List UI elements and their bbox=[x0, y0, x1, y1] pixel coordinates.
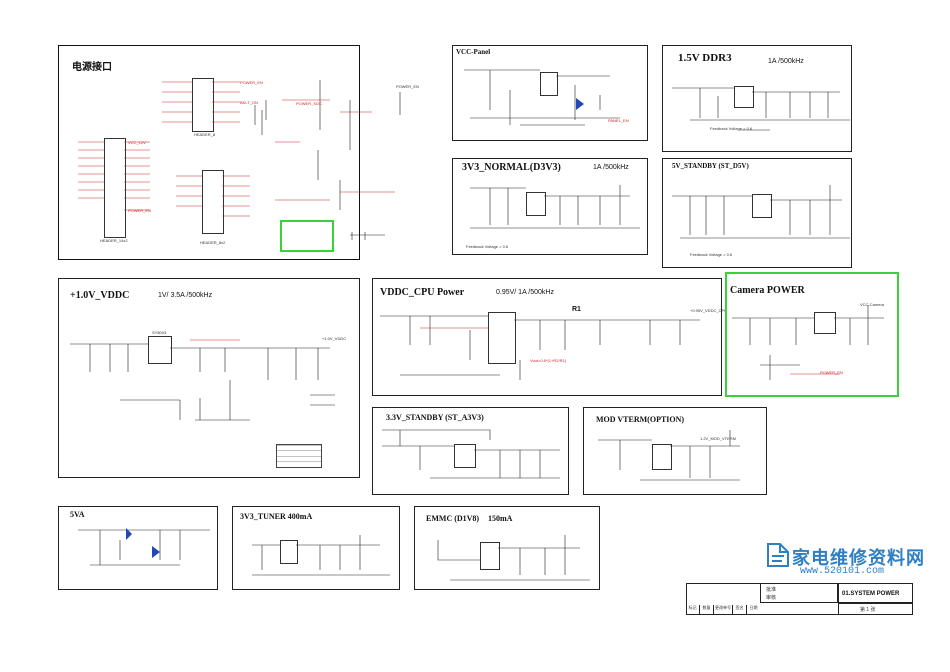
a3v3-title: 3.3V_STANDBY (ST_A3V3) bbox=[386, 413, 484, 422]
vcc-panel-title: VCC-Panel bbox=[456, 48, 491, 56]
d3v3-regulator-ic bbox=[526, 192, 546, 216]
pin-label: POWER_SOC bbox=[296, 101, 323, 106]
camera-title: Camera POWER bbox=[730, 285, 805, 296]
pin-label: POWER_EN bbox=[128, 208, 151, 213]
r1-label: R1 bbox=[572, 306, 581, 313]
net-label: PANEL_EN bbox=[608, 118, 629, 123]
emmc-title: EMMC (D1V8) bbox=[426, 514, 480, 523]
net-label: POWER_EN bbox=[820, 370, 843, 375]
ddr3-spec: 1A /500kHz bbox=[768, 58, 804, 65]
part-label: HEADER_8 bbox=[194, 132, 216, 137]
vddc-spec: 1V/ 3.5A /500kHz bbox=[158, 292, 213, 299]
connector-header-top bbox=[192, 78, 214, 132]
ddr3-title: 1.5V DDR3 bbox=[678, 52, 732, 64]
vcc-panel-block bbox=[452, 45, 648, 141]
vddc-block bbox=[58, 278, 360, 478]
d3v3-spec: 1A /500kHz bbox=[593, 164, 629, 171]
vddc-cpu-title: VDDC_CPU Power bbox=[380, 287, 465, 298]
pin-label: BKLT_ON bbox=[240, 100, 258, 105]
title-block-row2: 审核 bbox=[766, 595, 777, 601]
d5v-block bbox=[662, 158, 852, 268]
d3v3-title: 3V3_NORMAL(D3V3) bbox=[462, 162, 561, 173]
pin-label: VCC_12V bbox=[128, 140, 146, 145]
watermark-site-name: 家电维修资料网 bbox=[792, 548, 925, 569]
footer-cell: 更改单号 bbox=[714, 605, 734, 615]
feedback-note: Feedback Voltage = 0.6 bbox=[466, 244, 509, 249]
title-block-footer: 标记 数量 更改单号 签名 日期 bbox=[686, 605, 760, 615]
vterm-regulator-ic bbox=[652, 444, 672, 470]
net-label: 1.2V_MOD_VTERM bbox=[700, 436, 737, 441]
green-highlight-box bbox=[280, 220, 334, 252]
part-label: HEADER_14x2 bbox=[100, 238, 128, 243]
a3v3-block bbox=[372, 407, 569, 495]
title-block-main-cell bbox=[838, 583, 913, 603]
net-label: VCC-Camera bbox=[860, 302, 885, 307]
d5v-title: 5V_STANDBY (ST_D5V) bbox=[672, 162, 749, 170]
vterm-block bbox=[583, 407, 767, 495]
connector-header-left bbox=[104, 138, 126, 238]
title-block-page-cell bbox=[838, 603, 913, 615]
vddc-title: +1.0V_VDDC bbox=[70, 290, 130, 301]
page-number: 第 1 张 bbox=[860, 607, 876, 613]
ddr3-regulator-ic bbox=[734, 86, 754, 108]
emmc-spec: 150mA bbox=[488, 514, 513, 523]
vterm-title: MOD VTERM(OPTION) bbox=[596, 415, 685, 424]
d5v-regulator-ic bbox=[752, 194, 772, 218]
part-label: SY8003 bbox=[152, 330, 167, 335]
footer-cell: 日期 bbox=[749, 605, 758, 610]
va5-title: 5VA bbox=[70, 510, 85, 519]
pin-label: POWER_EN bbox=[240, 80, 263, 85]
vddc-cpu-block bbox=[372, 278, 722, 396]
feedback-note: Feedback Voltage = 0.6 bbox=[690, 252, 733, 257]
power-interface-title: 电源接口 bbox=[72, 62, 112, 73]
vout-formula: Vout=0.6*(1+R2/R1) bbox=[530, 358, 567, 363]
watermark-url: www.520101.com bbox=[800, 566, 885, 577]
footer-cell: 标记 bbox=[686, 605, 700, 615]
va5-block bbox=[58, 506, 218, 590]
connector-header-mid bbox=[202, 170, 224, 234]
vddc-cpu-spec: 0.95V/ 1A /500kHz bbox=[496, 289, 554, 296]
camera-power-block bbox=[725, 272, 899, 397]
tuner-block bbox=[232, 506, 400, 590]
power-interface-block bbox=[58, 45, 360, 260]
panel-switch-ic bbox=[540, 72, 558, 96]
tuner-regulator-ic bbox=[280, 540, 298, 564]
d3v3-block bbox=[452, 158, 648, 255]
vddc-table bbox=[276, 444, 322, 468]
sheet-title: 01.SYSTEM POWER bbox=[842, 591, 900, 597]
emmc-regulator-ic bbox=[480, 542, 500, 570]
vddc-cpu-regulator-ic bbox=[488, 312, 516, 364]
ddr3-block bbox=[662, 45, 852, 152]
net-label: +0.95V_VDDC_CPU bbox=[690, 308, 728, 313]
part-label: HEADER_8x2 bbox=[200, 240, 226, 245]
tuner-title: 3V3_TUNER 400mA bbox=[240, 512, 313, 521]
title-block-approval-cell bbox=[760, 583, 838, 603]
watermark-logo-icon bbox=[766, 542, 790, 568]
camera-load-switch-ic bbox=[814, 312, 836, 334]
emmc-block bbox=[414, 506, 600, 590]
part-label: POWER_EN bbox=[396, 84, 419, 89]
footer-cell: 数量 bbox=[700, 605, 714, 615]
title-block-row1: 批准 bbox=[766, 587, 777, 593]
a3v3-regulator-ic bbox=[454, 444, 476, 468]
net-label: +1.0V_VDDC bbox=[322, 336, 347, 341]
vddc-regulator-ic bbox=[148, 336, 172, 364]
footer-cell: 签名 bbox=[733, 605, 748, 615]
feedback-note: Feedback Voltage = 0.6 bbox=[710, 126, 753, 131]
